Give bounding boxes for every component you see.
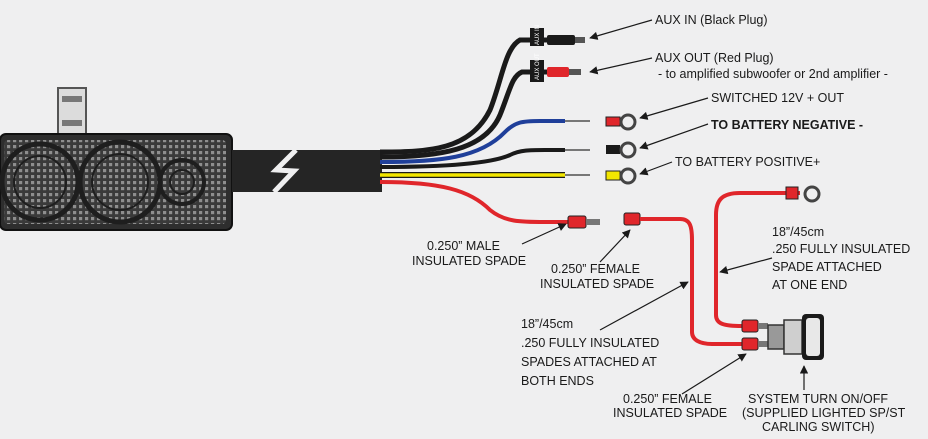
label-female-spade-a-line2: INSULATED SPADE (540, 277, 654, 291)
label-cable-both-line4: BOTH ENDS (521, 374, 594, 388)
label-battery-negative: TO BATTERY NEGATIVE - (711, 118, 863, 132)
label-cable-one-line4: AT ONE END (772, 278, 847, 292)
label-switch-line3: CARLING SWITCH) (762, 420, 875, 434)
female-spade-connector-b (741, 337, 759, 351)
leader-arrows (521, 19, 809, 395)
label-cable-one-line3: SPADE ATTACHED (772, 260, 882, 274)
label-cable-both-line1: 18”/45cm (521, 317, 573, 331)
label-battery-positive: TO BATTERY POSITIVE+ (675, 155, 820, 169)
label-male-spade-line2: INSULATED SPADE (412, 254, 526, 268)
label-cable-both-line3: SPADES ATTACHED AT (521, 355, 657, 369)
label-cable-both-line2: .250 FULLY INSULATED (521, 336, 659, 350)
aux-out-tag-text: AUX OUT (535, 53, 541, 80)
cable-both-ends (623, 212, 768, 351)
carling-switch (767, 314, 824, 360)
aux-out-plug (547, 67, 569, 77)
black-wire (379, 141, 637, 169)
label-switch-line2: (SUPPLIED LIGHTED SP/ST (742, 406, 906, 420)
female-spade-connector-a (623, 212, 641, 226)
speaker-bar (0, 87, 233, 231)
red-wire (379, 180, 600, 229)
label-cable-one-line2: .250 FULLY INSULATED (772, 242, 910, 256)
aux-in-tag (530, 28, 544, 46)
cable-one-end (714, 185, 821, 333)
aux-in-plug (547, 35, 575, 45)
switched-12v-ring-terminal (605, 116, 621, 127)
label-female-spade-b-line2: INSULATED SPADE (613, 406, 727, 420)
aux-in-tag-text: AUX IN (535, 25, 541, 45)
label-female-spade-b-line1: 0.250” FEMALE (623, 392, 712, 406)
label-switch-line1: SYSTEM TURN ON/OFF (748, 392, 888, 406)
label-female-spade-a-line1: 0.250” FEMALE (551, 262, 640, 276)
label-switched-12v: SWITCHED 12V + OUT (711, 91, 844, 105)
yellow-wire (380, 167, 637, 185)
aux-out-wire: AUX OUT (379, 53, 581, 160)
female-spade-connector-c (741, 319, 759, 333)
blue-wire (379, 113, 637, 164)
male-spade-connector (567, 215, 587, 229)
label-aux-in: AUX IN (Black Plug) (655, 13, 768, 27)
label-male-spade-line1: 0.250” MALE (427, 239, 500, 253)
cable-jacket (232, 148, 382, 194)
battery-positive-ring-terminal (605, 170, 621, 181)
label-aux-out: AUX OUT (Red Plug) (655, 51, 774, 65)
aux-in-wire: AUX IN (379, 25, 585, 155)
label-aux-out-note: - to amplified subwoofer or 2nd amplifie… (658, 67, 888, 81)
label-cable-one-line1: 18”/45cm (772, 225, 824, 239)
aux-out-tag (530, 60, 544, 82)
battery-negative-ring-terminal (606, 145, 620, 154)
